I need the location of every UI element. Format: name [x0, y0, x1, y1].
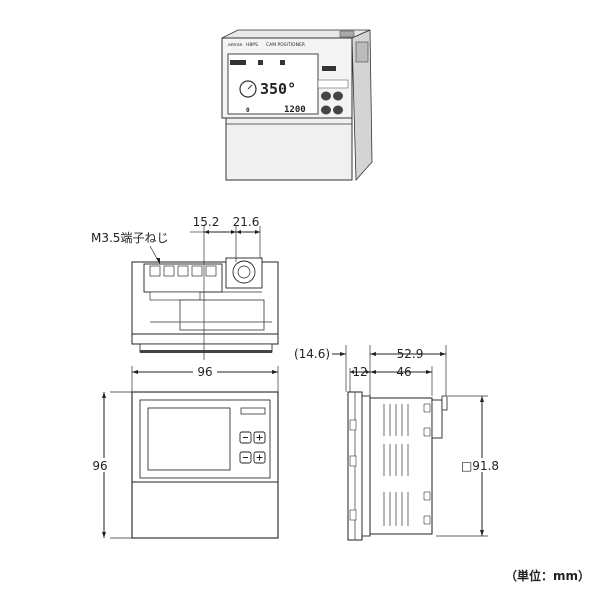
small-display: 0	[246, 107, 250, 114]
side-vents	[383, 404, 409, 526]
unit-note: （単位：mm）	[505, 568, 590, 583]
front-height-label: 96	[92, 459, 107, 473]
dim-21-6: 21.6	[233, 215, 260, 229]
dim-12: 12	[352, 365, 367, 379]
sub-display: 1200	[284, 105, 306, 115]
side-view: (14.6) 52.9 12 46	[294, 345, 504, 541]
brand-text: omron	[228, 42, 243, 48]
front-view: 96 96	[88, 364, 279, 539]
dim-15-2: 15.2	[193, 215, 220, 229]
dim-14-6: (14.6)	[294, 347, 330, 361]
terminal-screws	[149, 265, 217, 277]
dim-52-9: 52.9	[397, 347, 424, 361]
terminal-screw-label: M3.5端子ねじ	[91, 231, 168, 245]
product-photo: omron H8PS CAM POSITIONER 350° 1200 0	[221, 29, 373, 182]
front-width-label: 96	[197, 365, 212, 379]
dim-46: 46	[396, 365, 411, 379]
main-display: 350°	[260, 80, 296, 98]
dim-91-8: □91.8	[461, 459, 499, 473]
model-text: H8PS	[246, 42, 258, 48]
front-keys	[239, 431, 266, 464]
top-view: 15.2 21.6 M3.5端子ねじ	[91, 215, 279, 360]
product-name-text: CAM POSITIONER	[266, 42, 305, 48]
